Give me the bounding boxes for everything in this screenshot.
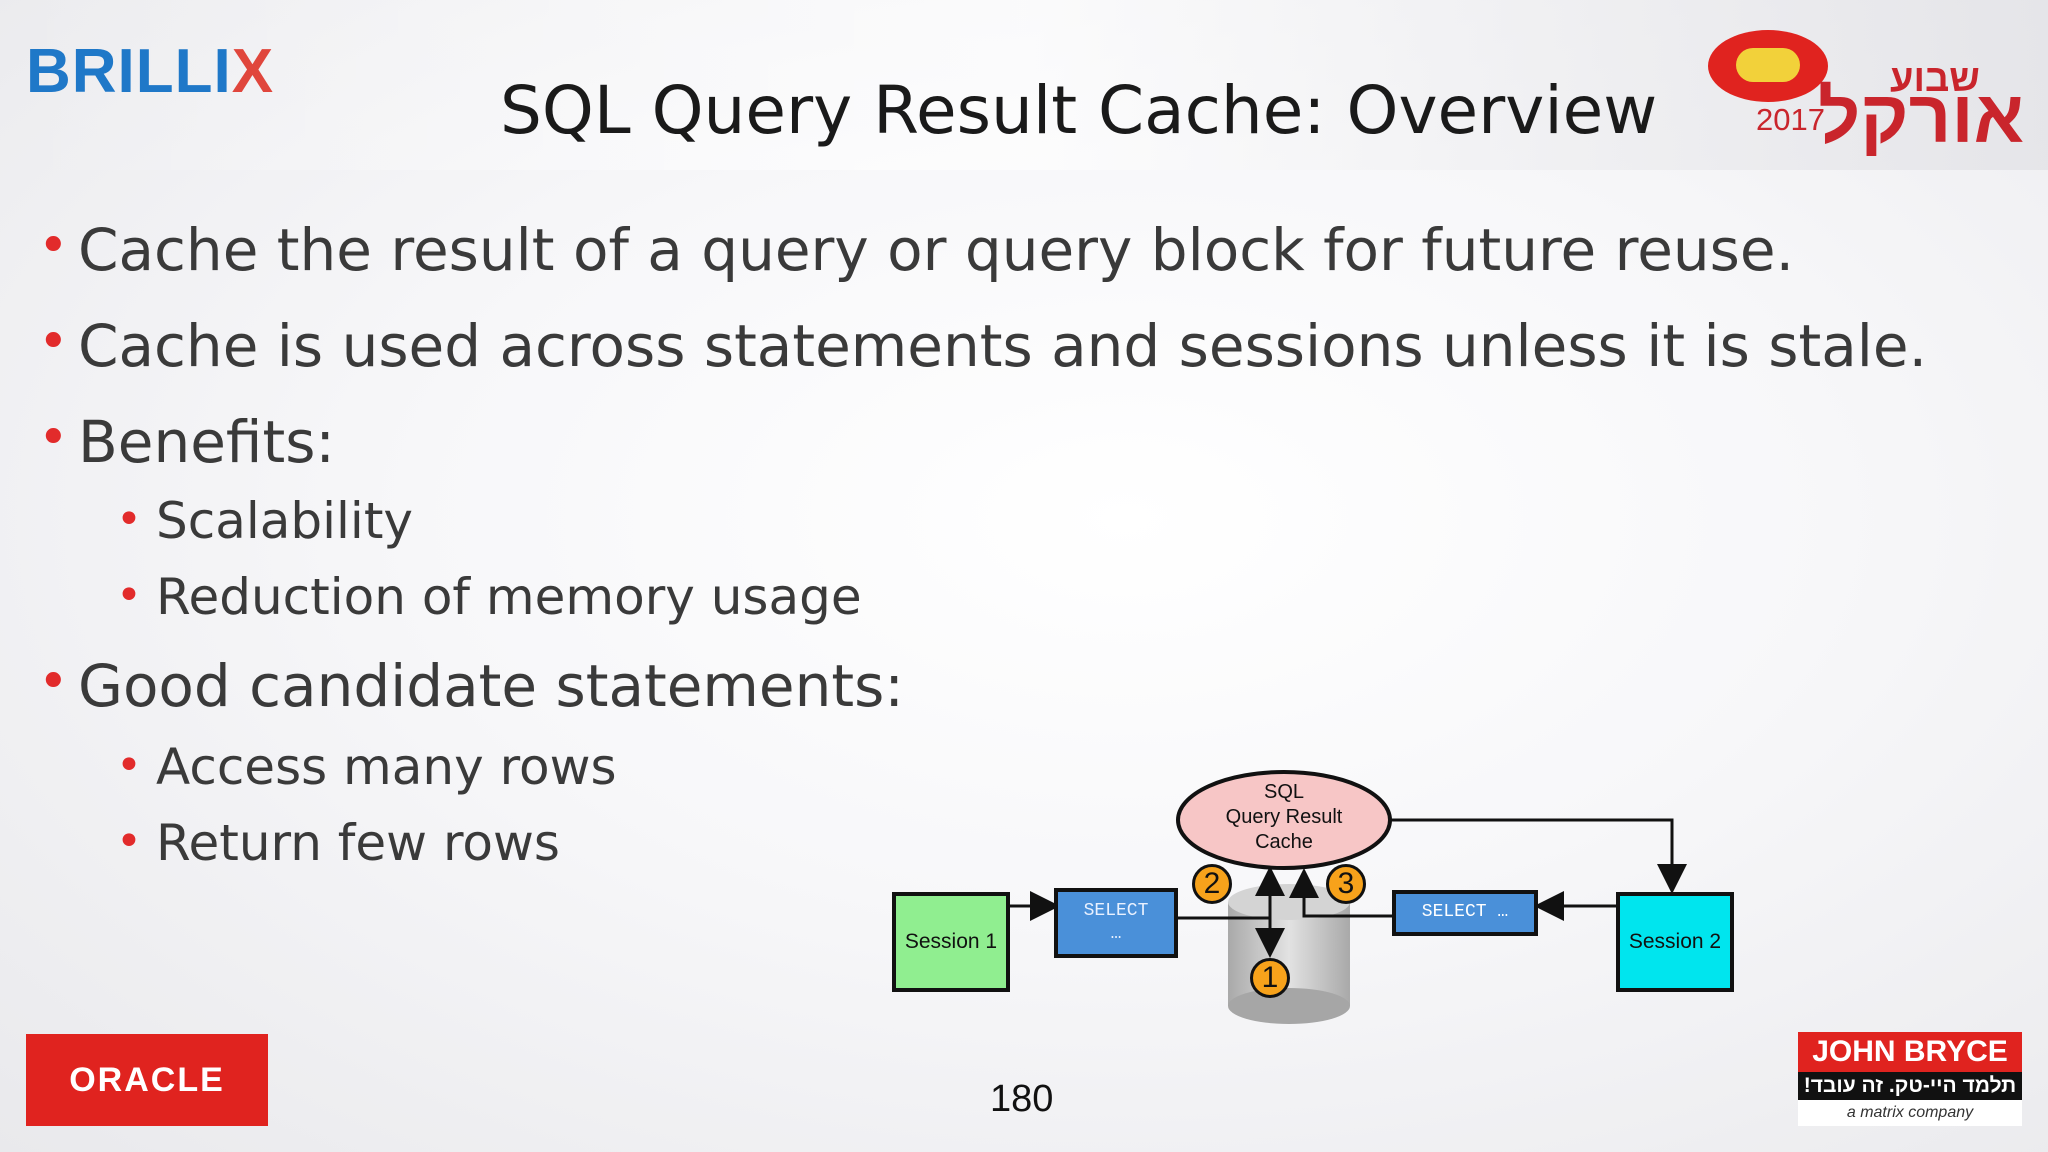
arrow-select2-cache <box>1289 868 1394 918</box>
select-statement-1: SELECT … <box>1054 888 1178 958</box>
sub-bullet-dot: • <box>116 740 142 791</box>
cache-label-line1: SQL <box>1263 781 1305 803</box>
page-number: 180 <box>990 1078 1054 1120</box>
event-name: אורקל <box>1818 75 2025 158</box>
bullet-2: Cache is used across statements and sess… <box>78 312 1928 380</box>
arrow-cache-session2 <box>1388 818 1687 894</box>
select-statement-2: SELECT … <box>1392 890 1538 936</box>
bullet-3: Benefits: <box>78 408 335 476</box>
bullet-dot: • <box>38 312 69 372</box>
cache-label-line2: Query Result <box>1225 806 1343 828</box>
sub-bullet-few-rows: Return few rows <box>156 814 560 872</box>
john-bryce-company: a matrix company <box>1846 1104 1974 1121</box>
oracle-logo-text: ORACLE <box>69 1060 225 1099</box>
database-icon <box>1228 884 1350 1024</box>
step-1-badge: 1 <box>1250 958 1290 998</box>
step-2-badge: 2 <box>1192 864 1232 904</box>
step-3-badge: 3 <box>1326 864 1366 904</box>
bullet-dot: • <box>38 408 69 468</box>
bullet-dot: • <box>38 652 69 712</box>
cache-label-line3: Cache <box>1255 831 1313 853</box>
session-1-box: Session 1 <box>892 892 1010 992</box>
sub-bullet-dot: • <box>116 816 142 867</box>
select-1-ellipsis: … <box>1110 924 1122 944</box>
bullet-dot: • <box>38 216 69 276</box>
select-1-keyword: SELECT <box>1083 900 1149 921</box>
john-bryce-logo: JOHN BRYCE תלמד היי-טק. זה עובד! a matri… <box>1798 1032 2022 1126</box>
cache-ellipse <box>1176 770 1392 870</box>
sub-bullet-memory: Reduction of memory usage <box>156 568 862 626</box>
slide-title: SQL Query Result Cache: Overview <box>500 72 1658 149</box>
result-cache-diagram: SQL Query Result Cache Session 1 SELECT … <box>870 760 1750 1060</box>
header-band <box>0 0 2048 170</box>
bullet-1: Cache the result of a query or query blo… <box>78 216 1795 284</box>
john-bryce-name: JOHN BRYCE <box>1798 1032 2022 1072</box>
sub-bullet-dot: • <box>116 494 142 545</box>
brillix-logo: BRILLIX <box>26 36 274 107</box>
john-bryce-tagline: תלמד היי-טק. זה עובד! <box>1798 1072 2022 1100</box>
sub-bullet-dot: • <box>116 570 142 621</box>
diagram-connectors <box>1010 770 1687 1024</box>
sub-bullet-scalability: Scalability <box>156 492 414 550</box>
bullet-4: Good candidate statements: <box>78 652 904 720</box>
brillix-logo-text: BRILLI <box>26 37 232 106</box>
sub-bullet-many-rows: Access many rows <box>156 738 617 796</box>
event-year: 2017 <box>1756 102 1825 137</box>
oracle-logo: ORACLE <box>26 1034 268 1126</box>
cache-label: SQL Query Result Cache <box>1208 780 1360 855</box>
event-week: שבוע <box>1890 58 1980 100</box>
session-2-box: Session 2 <box>1616 892 1734 992</box>
oracle-week-logo <box>1708 30 1828 102</box>
logo-pill-icon <box>1736 48 1800 82</box>
brillix-logo-x: X <box>231 37 275 106</box>
